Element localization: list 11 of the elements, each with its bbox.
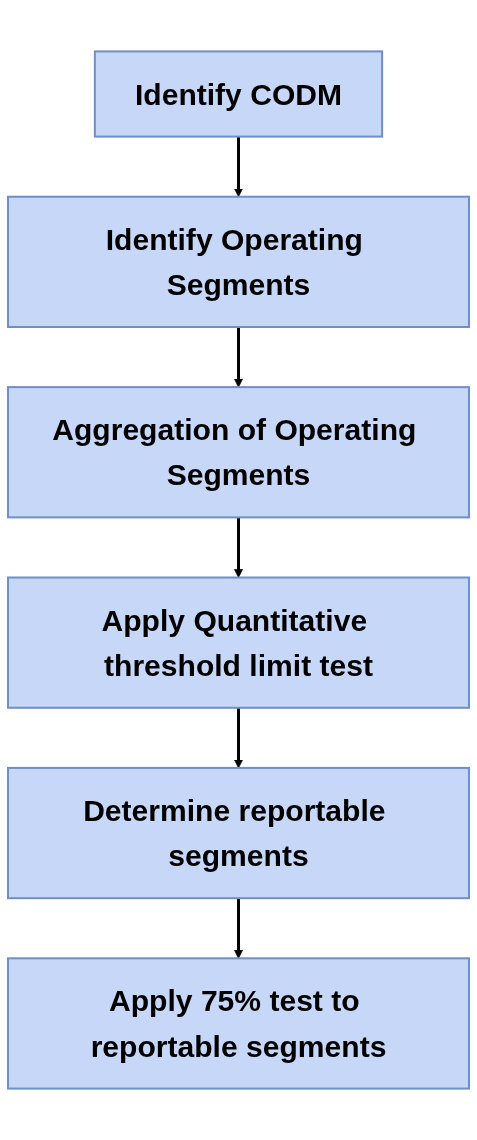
node-box: Identify CODM [93,50,384,138]
node-box: Aggregation of Operating Segments [7,386,470,519]
arrow [234,707,243,769]
arrow [234,517,243,578]
arrow [234,898,243,959]
node-box: Identify Operating Segments [7,195,470,328]
arrow [234,327,243,388]
node-box: Apply 75% test to reportable segments [7,957,470,1090]
node-box: Apply Quantitative threshold limit test [7,576,470,709]
arrow [234,136,243,198]
node-box: Determine reportable segments [7,766,470,900]
